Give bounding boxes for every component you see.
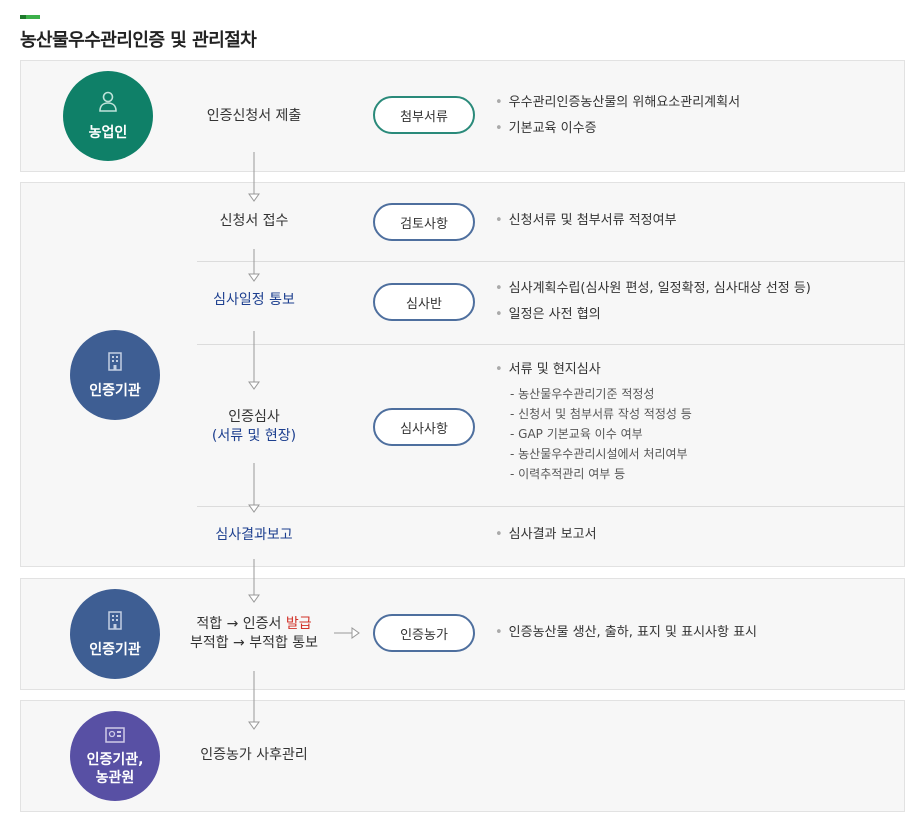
pill-certified-farm: 인증농가: [373, 614, 475, 652]
step-result-decision: 적합 → 인증서 발급 부적합 → 부적합 통보: [190, 615, 318, 653]
actor-certification-body-and-naqs: 인증기관, 농관원: [70, 711, 160, 801]
step-pass-text: 적합 → 인증서: [196, 616, 286, 632]
actor-label: 인증기관,: [86, 752, 144, 768]
arrow-head: [248, 721, 260, 730]
step-fail-line: 부적합 → 부적합 통보: [189, 635, 319, 651]
list-item: •인증농산물 생산, 출하, 표지 및 표시사항 표시: [495, 625, 758, 640]
arrow-head: [248, 594, 260, 603]
step-audit-line1: 인증심사: [228, 409, 280, 425]
step-result-report: 심사결과보고: [215, 527, 293, 543]
note-list-audit-items: •서류 및 현지심사: [495, 357, 601, 383]
list-item: - 농산물우수관리기준 적정성: [510, 387, 655, 401]
list-item: •심사계획수립(심사원 편성, 일정확정, 심사대상 선정 등): [495, 281, 811, 296]
actor-label: 인증기관: [89, 641, 141, 658]
actor-farmer: 농업인: [63, 71, 153, 161]
list-item: - 신청서 및 첨부서류 작성 적정성 등: [510, 407, 692, 421]
list-item: •우수관리인증농산물의 위해요소관리계획서: [495, 95, 741, 110]
pill-review-items: 검토사항: [373, 203, 475, 241]
step-post-management: 인증농가 사후관리: [200, 747, 308, 763]
actor-certification-body: 인증기관: [70, 330, 160, 420]
actor-label: 농업인: [88, 124, 128, 141]
person-icon: [98, 91, 118, 118]
row-divider: [197, 506, 905, 507]
page-title: 농산물우수관리인증 및 관리절차: [20, 30, 257, 51]
audit-sub-list: - 농산물우수관리기준 적정성 - 신청서 및 첨부서류 작성 적정성 등 - …: [510, 384, 692, 484]
list-item: •신청서류 및 첨부서류 적정여부: [495, 213, 677, 228]
title-accent-bar: [20, 15, 40, 19]
arrow-head: [248, 381, 260, 390]
note-list-attachments: •우수관리인증농산물의 위해요소관리계획서 •기본교육 이수증: [495, 90, 740, 142]
step-pass-line: 적합 → 인증서 발급: [190, 615, 318, 634]
list-item: •심사결과 보고서: [495, 527, 597, 542]
list-item: - 이력추적관리 여부 등: [510, 467, 626, 481]
step-audit: 인증심사 (서류 및 현장): [212, 408, 296, 446]
arrow-head: [351, 627, 360, 639]
step-apply: 인증신청서 제출: [206, 108, 302, 124]
building-icon: [105, 610, 125, 635]
note-list-report: •심사결과 보고서: [495, 522, 597, 548]
pill-attachments: 첨부서류: [373, 96, 475, 134]
actor-label: 인증기관: [89, 382, 141, 399]
list-item: - GAP 기본교육 이수 여부: [510, 427, 643, 441]
actor-certification-body: 인증기관: [70, 589, 160, 679]
row-divider: [197, 261, 905, 262]
step-receipt: 신청서 접수: [219, 213, 289, 229]
building-icon: [105, 351, 125, 376]
list-item: •서류 및 현지심사: [495, 362, 601, 377]
list-item: •기본교육 이수증: [495, 121, 597, 136]
panel-certification-body: [20, 182, 905, 567]
step-issue-highlight: 발급: [285, 616, 312, 632]
step-schedule-notice: 심사일정 통보: [213, 292, 295, 308]
list-item: •일정은 사전 협의: [495, 307, 601, 322]
row-divider: [197, 344, 905, 345]
note-list-farm: •인증농산물 생산, 출하, 표지 및 표시사항 표시: [495, 620, 757, 646]
arrow-head: [248, 193, 260, 202]
panel-post-management: [20, 700, 905, 812]
pill-audit-team: 심사반: [373, 283, 475, 321]
arrow-head: [248, 273, 260, 282]
pill-audit-items: 심사사항: [373, 408, 475, 446]
note-list-review: •신청서류 및 첨부서류 적정여부: [495, 208, 677, 234]
actor-label: 농관원: [95, 770, 135, 786]
note-list-audit-team: •심사계획수립(심사원 편성, 일정확정, 심사대상 선정 등) •일정은 사전…: [495, 276, 811, 328]
list-item: - 농산물우수관리시설에서 처리여부: [510, 447, 688, 461]
office-icon: [104, 725, 126, 748]
arrow-head: [248, 504, 260, 513]
step-audit-line2: (서류 및 현장): [211, 428, 297, 444]
